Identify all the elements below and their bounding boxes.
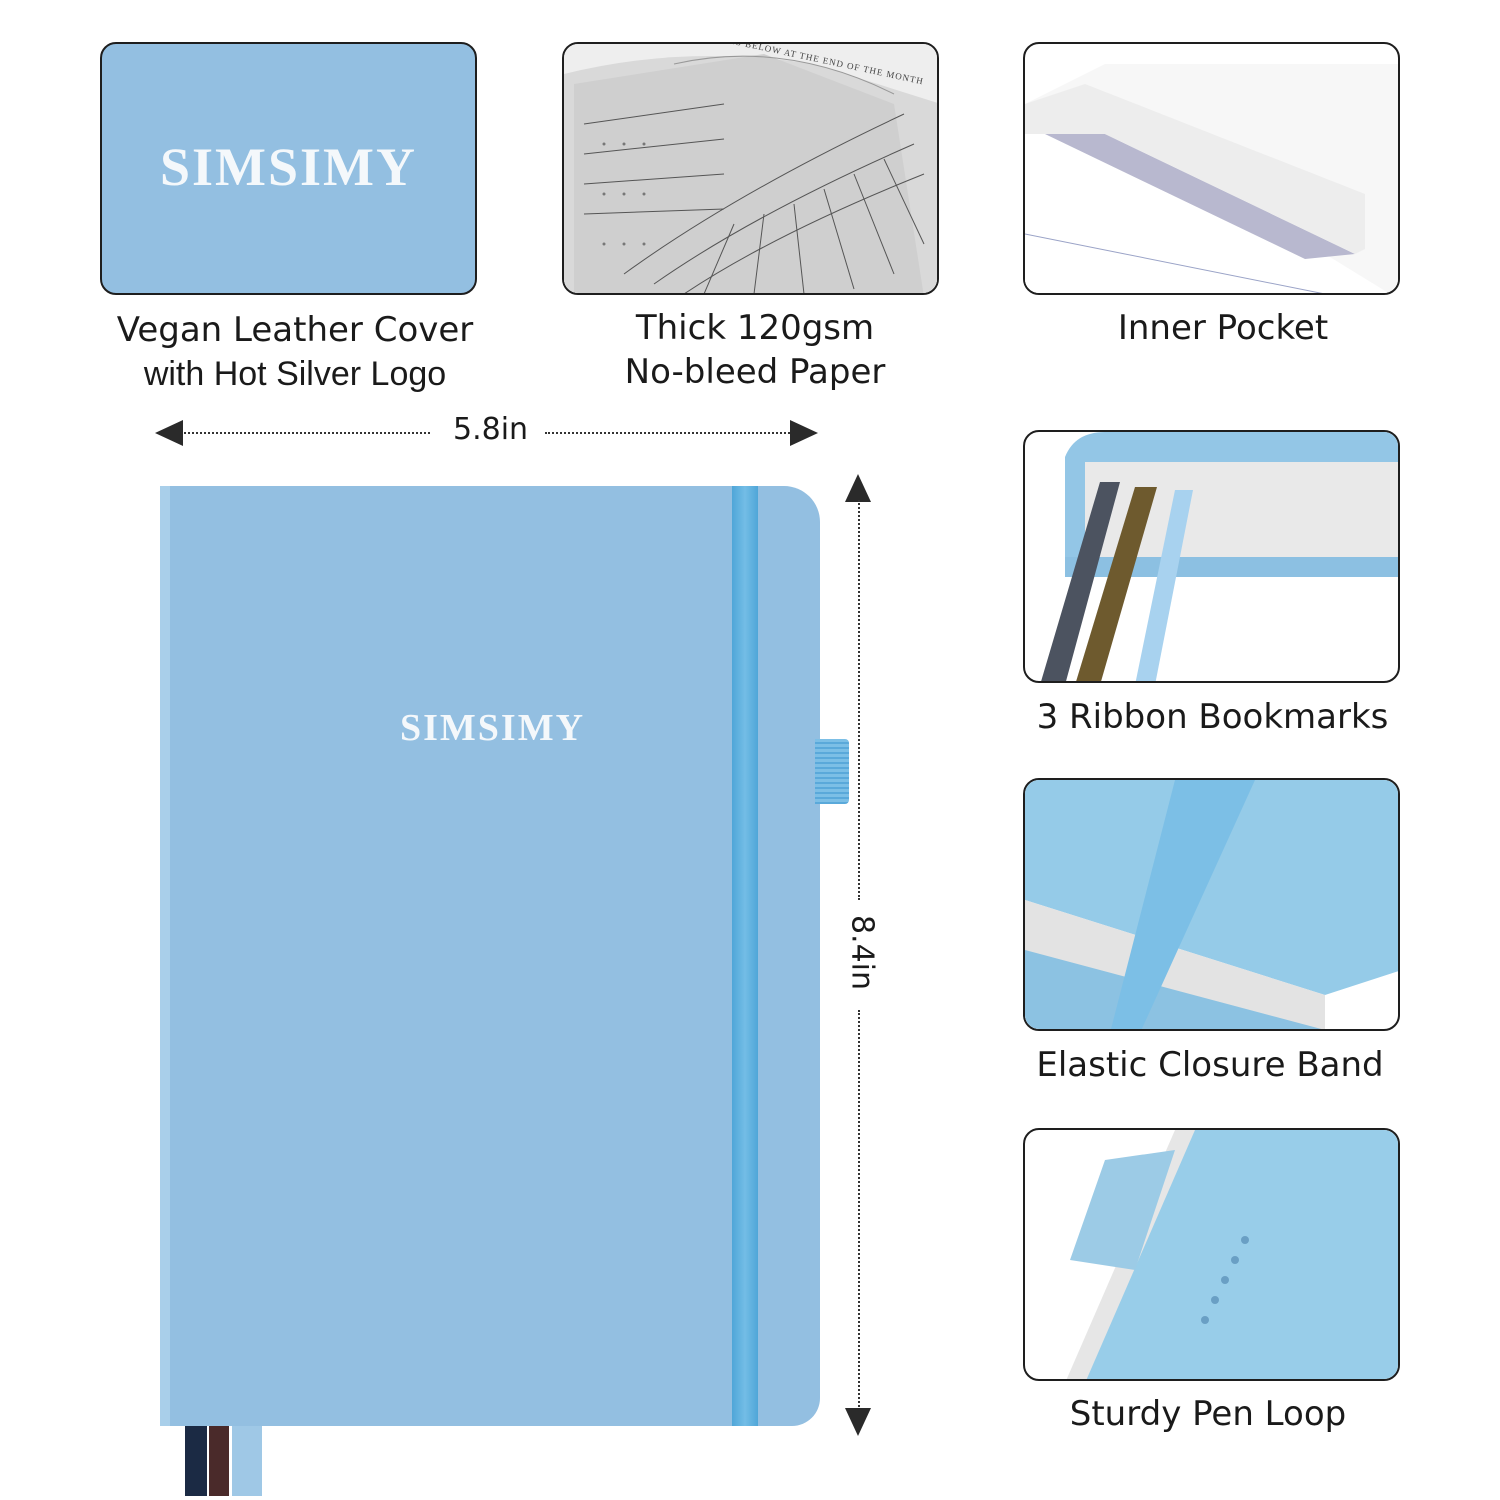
pocket-graphic xyxy=(1025,64,1398,293)
pen-loop-graphic xyxy=(1066,1130,1398,1379)
height-dimension-line-bottom xyxy=(858,1010,860,1410)
feature-caption-cover: Vegan Leather Cover with Hot Silver Logo xyxy=(116,310,474,393)
width-dimension-line xyxy=(180,432,430,434)
brand-logo: SIMSIMY xyxy=(159,137,418,197)
width-label: 5.8in xyxy=(453,412,529,447)
ribbons-graphic xyxy=(1041,432,1398,681)
notebook-cover xyxy=(160,486,820,1426)
feature-caption-elastic: Elastic Closure Band xyxy=(1036,1045,1384,1085)
notebook: SIMSIMY xyxy=(160,486,849,1496)
height-label: 8.4in xyxy=(844,914,880,991)
elastic-band xyxy=(732,486,758,1426)
ribbon-light xyxy=(232,1416,262,1496)
feature-caption-ribbons: 3 Ribbon Bookmarks xyxy=(1036,697,1389,737)
elastic-graphic xyxy=(1025,780,1398,1029)
notebook-logo: SIMSIMY xyxy=(400,707,586,749)
cover-thumbnail: SIMSIMY xyxy=(100,42,477,295)
ribbon-dark xyxy=(185,1416,207,1496)
feature-caption-paper: Thick 120gsm No-bleed Paper xyxy=(624,308,886,392)
pen-loop xyxy=(815,739,849,804)
feature-caption-pocket: Inner Pocket xyxy=(1117,308,1329,348)
paper-thumbnail: TIONS BELOW AT THE END OF THE MONTH xyxy=(562,42,939,295)
arrow-left-icon xyxy=(155,420,183,446)
pocket-thumbnail xyxy=(1023,42,1400,295)
arrow-up-icon xyxy=(845,474,871,502)
pen-loop-thumbnail xyxy=(1023,1128,1400,1381)
elastic-thumbnail xyxy=(1023,778,1400,1031)
ribbons-thumbnail xyxy=(1023,430,1400,683)
width-dimension-line-right xyxy=(545,432,793,434)
height-dimension-line xyxy=(858,500,860,900)
paper-graphic xyxy=(564,44,937,293)
ribbon-brown xyxy=(209,1416,229,1496)
arrow-down-icon xyxy=(845,1408,871,1436)
arrow-right-icon xyxy=(790,420,818,446)
feature-caption-pen-loop: Sturdy Pen Loop xyxy=(1069,1394,1347,1434)
